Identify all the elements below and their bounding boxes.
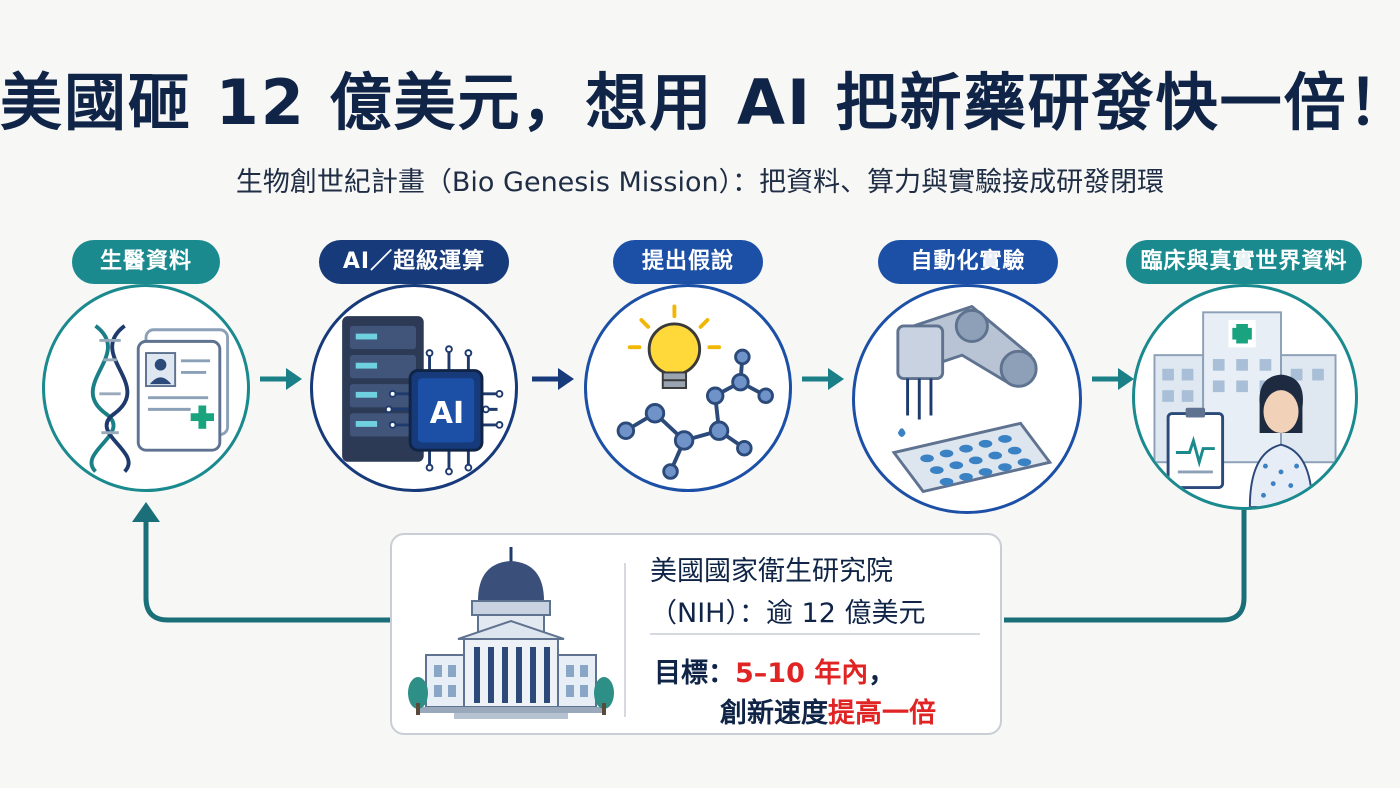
flow-arrow-1 [260,368,302,390]
nih-name: 美國國家衛生研究院 [650,556,893,587]
robot-arm-well-plate-icon [852,284,1082,514]
goal-line: 目標：5–10 年內， [654,651,895,690]
flow-arrow-4 [1092,368,1134,390]
step-label-automated-experiment: 自動化實驗 [878,240,1058,284]
goal-target-line: 創新速度提高一倍 [720,691,936,730]
nih-funding-amount: （NIH）：逾 12 億美元 [650,598,926,629]
dna-medical-record-icon [42,284,250,492]
step-label-clinical-real-world-data: 臨床與真實世界資料 [1126,240,1362,284]
flow-arrow-2 [532,368,574,390]
panel-divider-vertical [624,563,626,717]
ai-chip-label: AI [429,396,465,431]
panel-divider-horizontal [650,633,980,635]
hospital-patient-icon [1132,284,1358,510]
goal-target-highlight: 提高一倍 [828,698,936,729]
goal-prefix: 目標： [654,658,735,689]
goal-target-prefix: 創新速度 [720,698,828,729]
goal-suffix: ， [868,658,896,689]
server-ai-chip-icon [310,284,518,492]
nih-funding-panel: 美國國家衛生研究院 （NIH）：逾 12 億美元 目標：5–10 年內， 創新速… [390,533,1002,735]
step-label-biomedical-data: 生醫資料 [72,240,220,284]
step-label-ai-supercomputing: AI／超級運算 [319,240,509,284]
flow-arrow-3 [802,368,844,390]
goal-timeframe: 5–10 年內 [735,658,869,689]
page-title: 美國砸 12 億美元，想用 AI 把新藥研發快一倍！ [0,66,1400,139]
page-subtitle: 生物創世紀計畫（Bio Genesis Mission）：把資料、算力與實驗接成… [235,167,1165,198]
capitol-building-icon [408,547,614,719]
lightbulb-molecule-icon [584,284,792,492]
step-label-hypothesis: 提出假說 [613,240,763,284]
